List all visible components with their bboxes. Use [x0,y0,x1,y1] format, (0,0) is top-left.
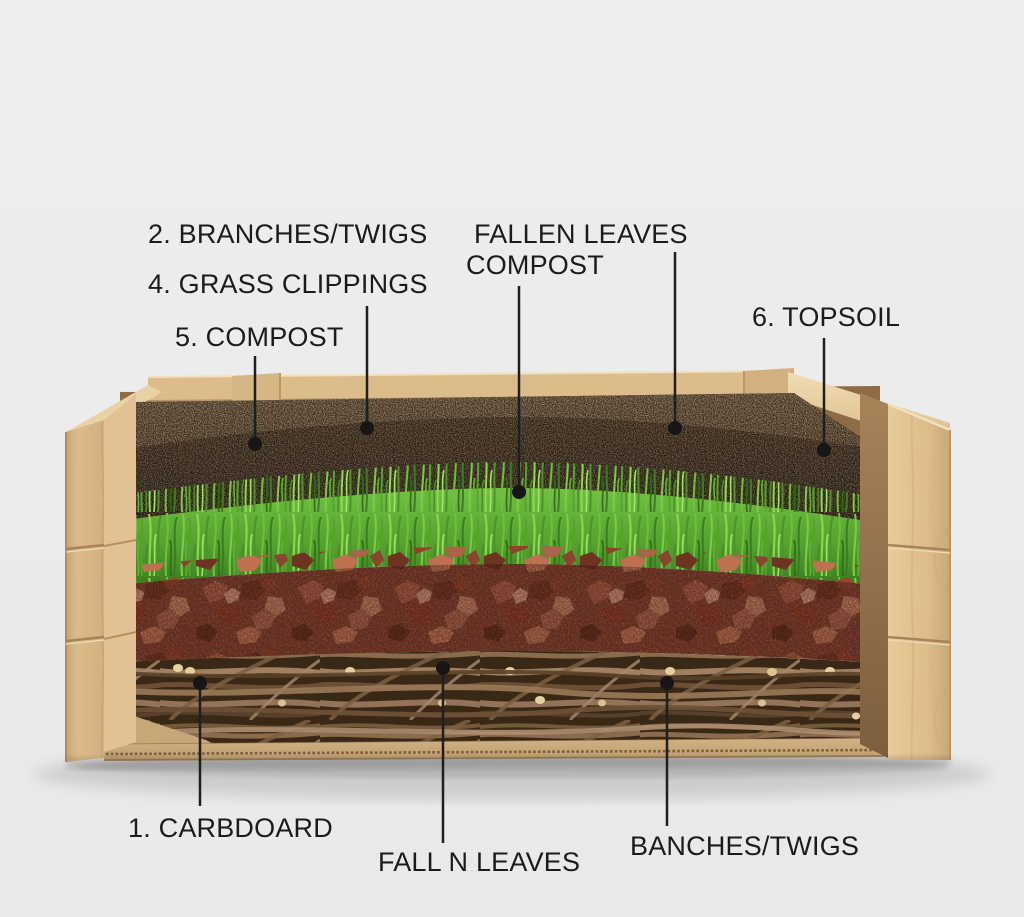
bed-contact-shadow [66,756,950,770]
layer-fallen-leaves [104,546,884,663]
label-fallen-leaves-compost-line2: COMPOST [466,250,604,280]
layer-branches-twigs [103,651,885,749]
label-fallen-leaves-compost-line1: FALLEN LEAVES [474,219,688,249]
label-branches-twigs-bottom: BANCHES/TWIGS [630,831,860,861]
label-grass-clippings: 4. GRASS CLIPPINGS [148,269,428,299]
bed-right-post [860,393,951,760]
leader-dots [193,421,831,690]
label-branches-twigs-top: 2. BRANCHES/TWIGS [148,219,428,249]
bed-left-post [65,394,137,762]
leader-lines [198,252,826,843]
label-fallen-leaves-compost: FALLEN LEAVES COMPOST [466,219,688,281]
label-fallen-leaves-bottom: FALL N LEAVES [378,847,581,877]
label-compost: 5. COMPOST [175,322,344,352]
label-topsoil: 6. TOPSOIL [752,302,901,332]
label-cardboard: 1. CARBDOARD [128,813,333,843]
